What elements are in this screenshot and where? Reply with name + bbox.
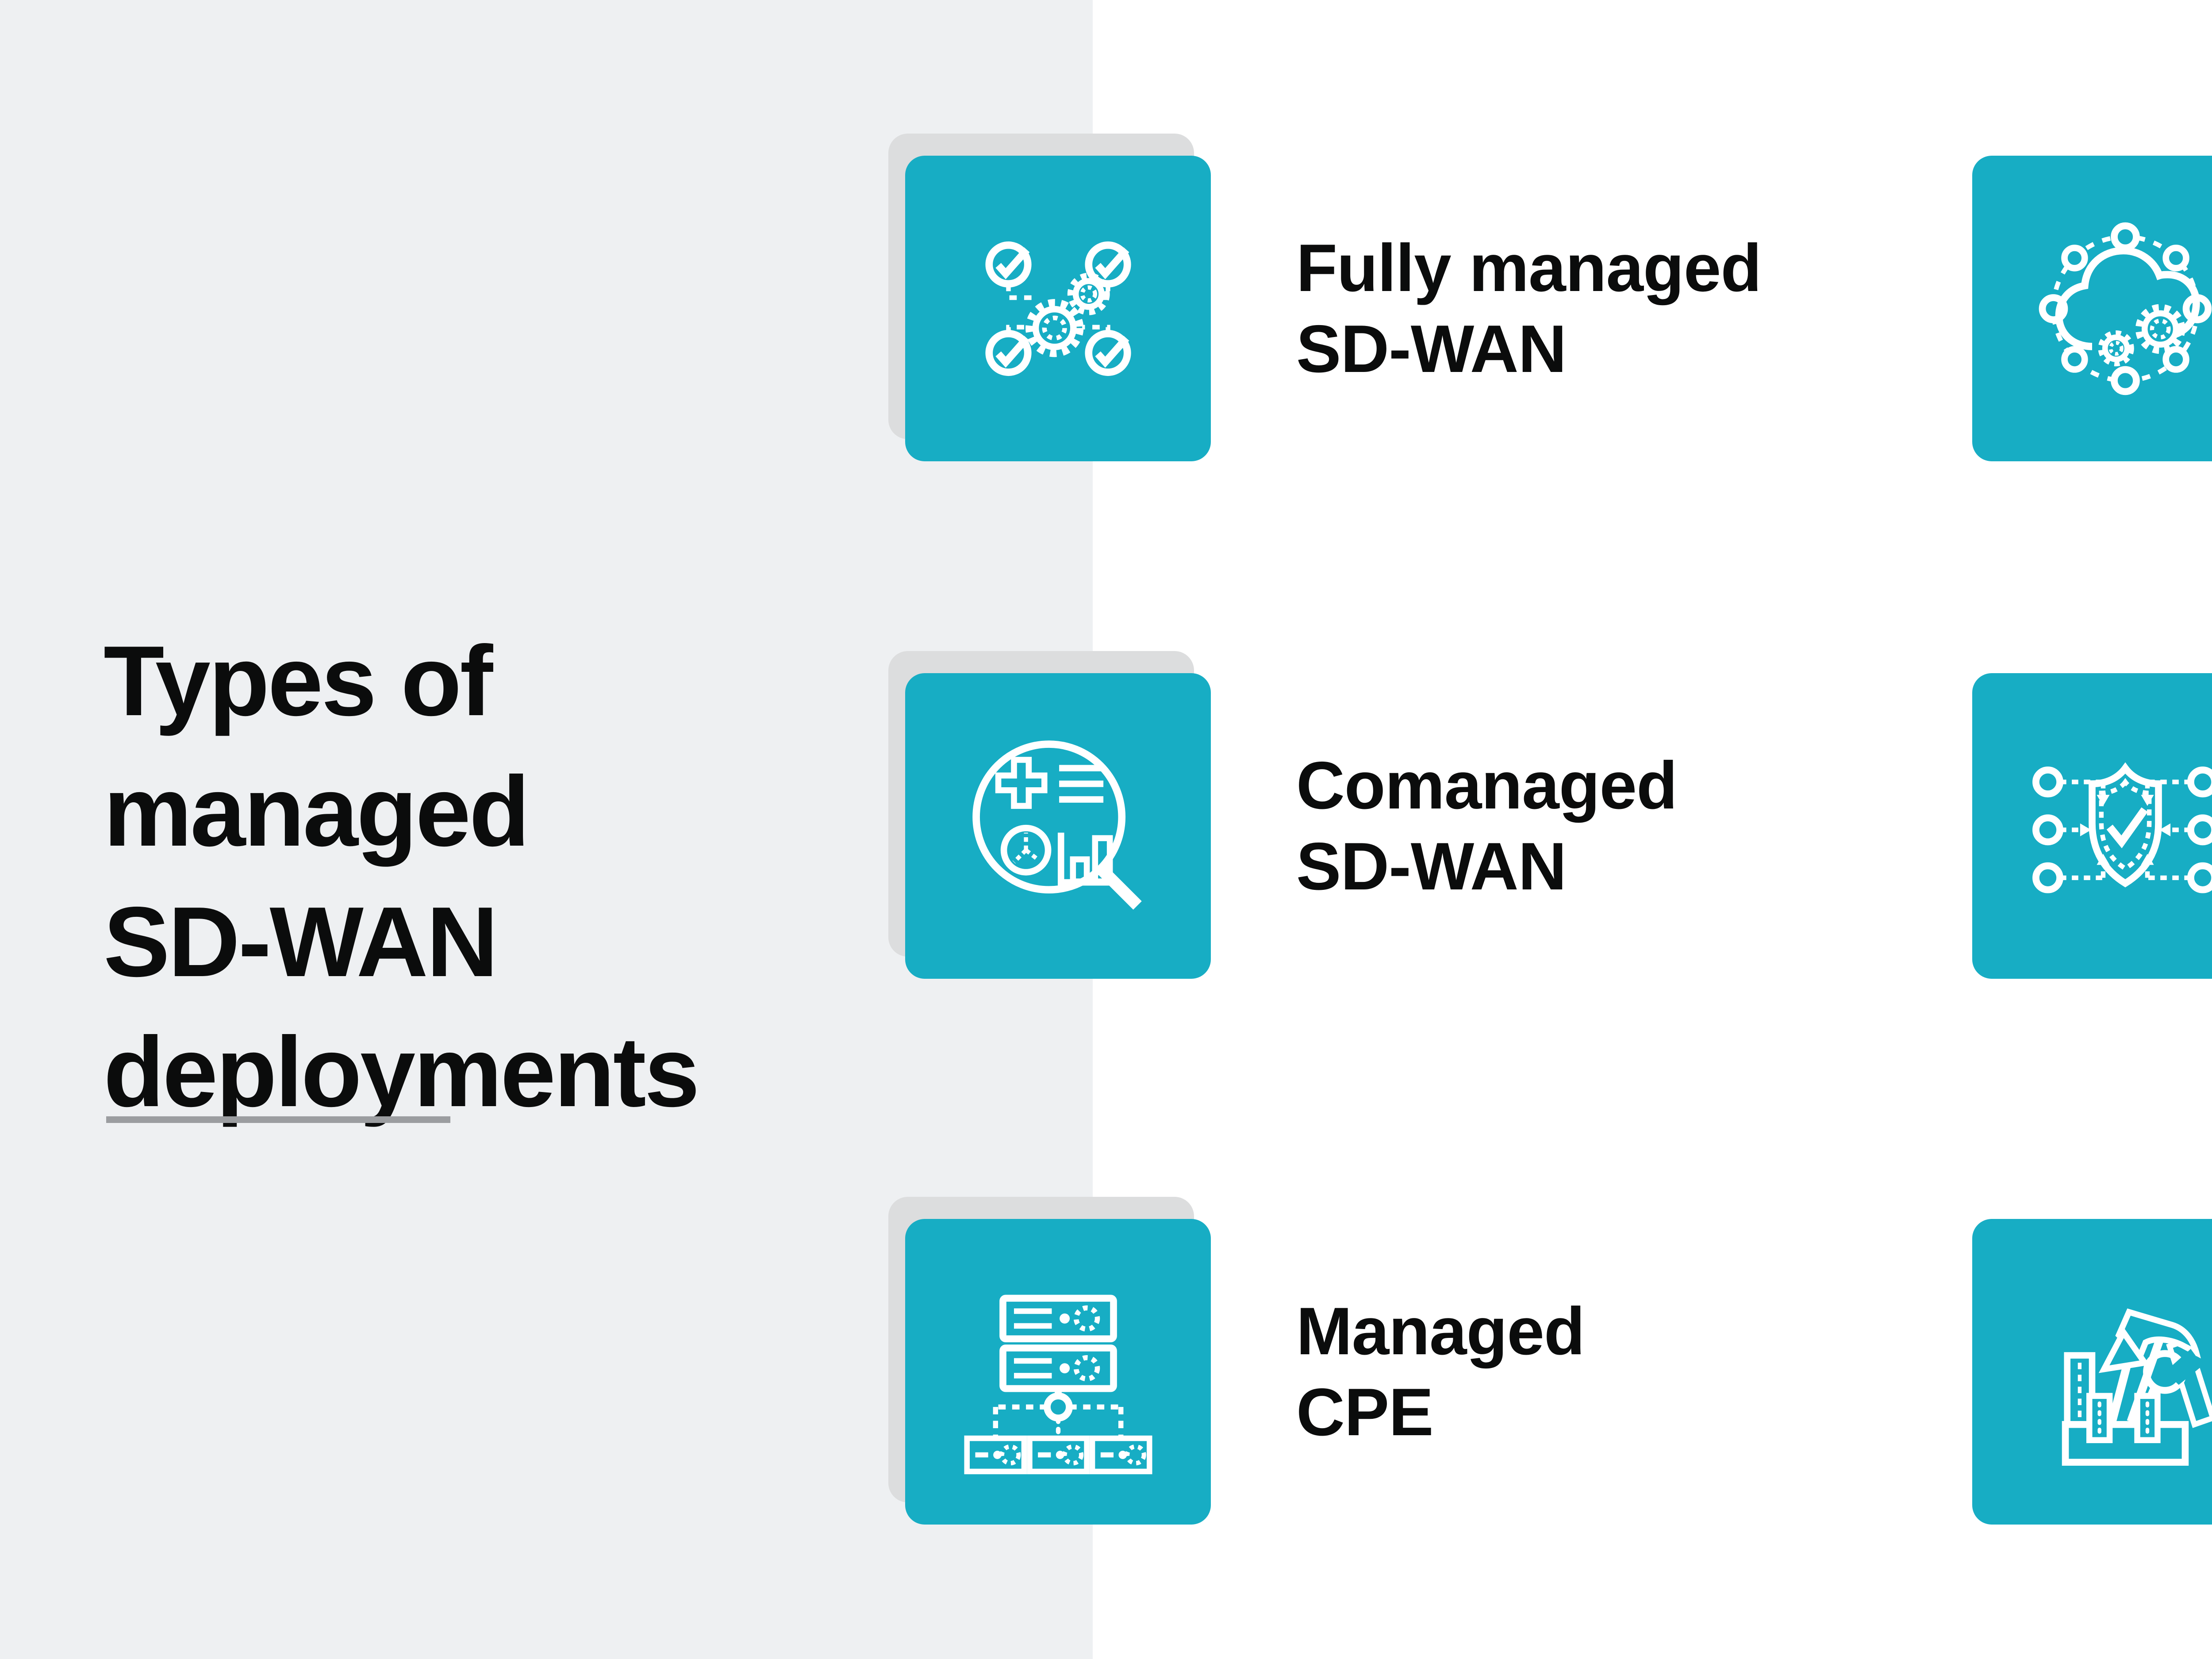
label-line: CPE: [1296, 1374, 1434, 1450]
title-line: SD-WAN: [104, 885, 498, 997]
shield-check-icon: [2032, 762, 2212, 893]
label-line: SD-WAN: [1296, 311, 1567, 387]
server-topology-icon: [964, 1295, 1152, 1474]
gears-checklist-icon: [985, 241, 1131, 376]
title-line: managed: [104, 755, 530, 867]
label-line: Comanaged: [1296, 748, 1678, 824]
card-fully-managed: [905, 156, 1211, 461]
item-label-managed-cpe: Managed CPE: [1296, 1219, 1960, 1525]
title-line: Types of: [104, 625, 493, 736]
label-line: Managed: [1296, 1294, 1585, 1369]
card-comanaged: [905, 673, 1211, 979]
toolbox-icon: [2062, 1308, 2212, 1466]
label-line: SD-WAN: [1296, 828, 1567, 904]
cloud-gears-orbit-icon: [2039, 222, 2212, 395]
card-managed-cpe: [905, 1219, 1211, 1525]
card-sdwanaas: [1972, 156, 2212, 461]
label-line: Fully managed: [1296, 230, 1762, 306]
card-sase: [1972, 673, 2212, 979]
page-title: Types of managed SD-WAN deployments: [104, 616, 1033, 1137]
item-label-fully-managed: Fully managed SD-WAN: [1296, 156, 1960, 461]
title-underline: [106, 1116, 450, 1123]
magnifier-analysis-icon: [972, 740, 1142, 910]
item-label-comanaged: Comanaged SD-WAN: [1296, 673, 1960, 979]
title-line: deployments: [104, 1016, 700, 1128]
card-diy-sdwan: [1972, 1219, 2212, 1525]
